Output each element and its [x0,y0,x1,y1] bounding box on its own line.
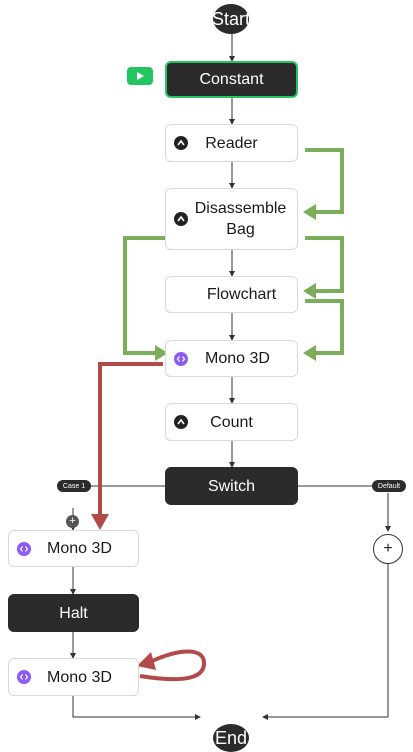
node-constant-label: Constant [199,71,264,88]
node-mono-3d-case1-label: Mono 3D [47,540,112,557]
plus-icon: + [69,515,76,527]
run-button[interactable] [127,67,153,85]
node-type-icon [174,415,188,429]
node-switch[interactable]: Switch [165,467,298,505]
case-1-badge[interactable]: Case 1 [57,480,91,492]
node-count-label: Count [210,413,253,431]
connector-lines [70,32,391,720]
node-halt-label: Halt [59,604,88,622]
case-1-label: Case 1 [62,482,86,490]
node-mono-3d-bottom[interactable]: Mono 3D [8,658,139,696]
node-disassemble-bag-label: Disassemble Bag [194,200,287,238]
node-count[interactable]: Count [165,403,298,441]
node-mono-3d-main[interactable]: Mono 3D [165,340,298,377]
node-mono-3d-bottom-label: Mono 3D [47,668,112,686]
code-icon [174,351,188,366]
default-case-label: Default [377,482,401,490]
node-constant[interactable]: Constant [165,61,298,98]
loop-edges-green [123,148,344,355]
node-mono-3d-main-label: Mono 3D [205,350,270,367]
end-node[interactable]: End [213,724,249,752]
node-type-icon [174,212,188,226]
jump-edge-red [98,362,207,682]
code-icon [17,541,31,556]
node-flowchart[interactable]: Flowchart [165,276,298,313]
end-label: End [214,727,248,748]
node-switch-label: Switch [207,477,256,495]
default-case-badge[interactable]: Default [372,480,406,492]
start-node[interactable]: Start [213,4,249,34]
node-halt[interactable]: Halt [8,594,139,632]
node-reader[interactable]: Reader [165,124,298,162]
node-flowchart-label: Flowchart [206,286,277,303]
play-icon [137,72,144,80]
add-step-button[interactable]: + [66,515,79,528]
jump-arrowheads-red [91,514,156,670]
loop-arrowheads-green [155,204,316,361]
node-reader-label: Reader [205,134,258,152]
code-icon [17,670,31,684]
start-label: Start [213,8,249,29]
node-disassemble-bag[interactable]: Disassemble Bag [165,188,298,250]
plus-icon: + [383,540,393,557]
node-type-icon [174,136,188,150]
node-mono-3d-case1[interactable]: Mono 3D [8,530,139,567]
add-default-step-button[interactable]: + [373,534,403,564]
